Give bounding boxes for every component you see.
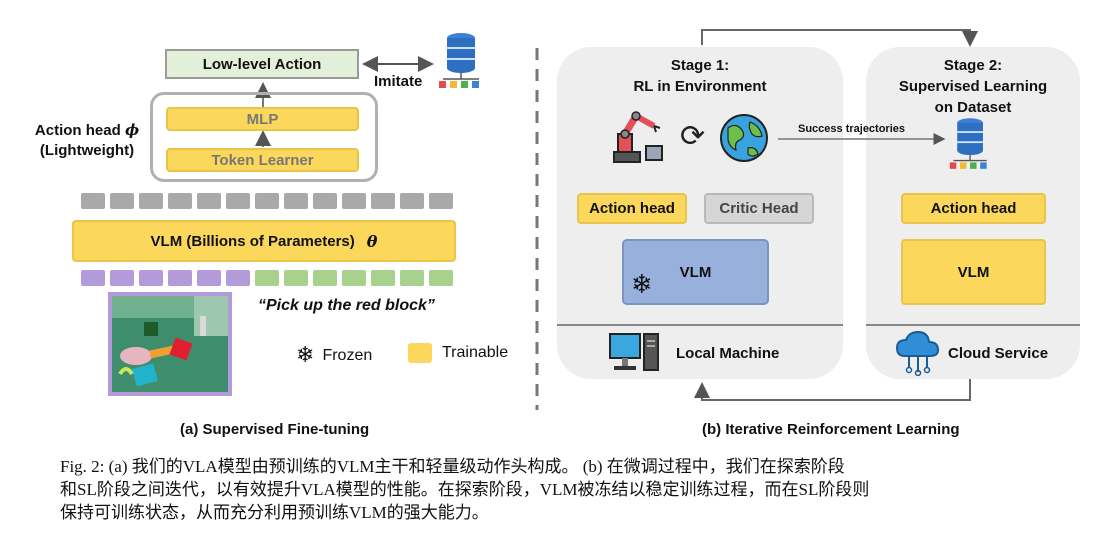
- low-level-action-label: Low-level Action: [202, 55, 322, 73]
- action-head-label: Action head ϕ (Lightweight): [28, 120, 146, 161]
- stage1-vlm-label: VLM: [679, 263, 712, 281]
- text-token: [313, 270, 337, 286]
- figure-caption: Fig. 2: (a) 我们的VLA模型由预训练的VLM主干和轻量级动作头构成。…: [60, 455, 1070, 524]
- mlp-label: MLP: [246, 110, 279, 128]
- cloud-service-label: Cloud Service: [948, 345, 1049, 362]
- stage1-title: Stage 1: RL in Environment: [557, 55, 843, 97]
- instruction-text: “Pick up the red block”: [258, 297, 435, 314]
- globe-icon: [720, 114, 768, 162]
- trainable-swatch: [408, 343, 432, 363]
- subcaption-b: (b) Iterative Reinforcement Learning: [702, 421, 960, 438]
- database-icon: [439, 33, 479, 88]
- stage2-title: Stage 2: Supervised Learning on Dataset: [866, 55, 1080, 118]
- robot-arm-icon: [613, 111, 663, 163]
- subcaption-a: (a) Supervised Fine-tuning: [180, 421, 370, 438]
- text-token: [429, 270, 453, 286]
- frozen-snowflake-icon: ❄: [631, 270, 653, 300]
- imitate-label: Imitate: [374, 73, 423, 90]
- output-token: [284, 193, 308, 209]
- vision-token: [139, 270, 163, 286]
- output-token: [255, 193, 279, 209]
- mlp-box: MLP: [166, 107, 359, 131]
- token-learner-label: Token Learner: [211, 151, 314, 169]
- action-head-phi: ϕ: [124, 121, 140, 139]
- output-token: [400, 193, 424, 209]
- text-token: [284, 270, 308, 286]
- stage2-action-head-label: Action head: [930, 200, 1017, 217]
- caption-line3: 保持可训练状态，从而充分利用预训练VLM的强大能力。: [60, 503, 489, 522]
- legend-frozen: ❄ Frozen: [296, 343, 372, 368]
- local-machine-label: Local Machine: [676, 345, 780, 362]
- stage1-title-line1: Stage 1:: [670, 57, 730, 74]
- success-trajectories-label: Success trajectories: [798, 123, 906, 135]
- vlm-main-box: VLM (Billions of Parameters) θ: [72, 220, 456, 262]
- low-level-action-box: Low-level Action: [165, 49, 359, 79]
- stage2-action-head: Action head: [901, 193, 1046, 224]
- vision-token: [168, 270, 192, 286]
- output-token: [110, 193, 134, 209]
- stage2-vlm-trainable: VLM: [901, 239, 1046, 305]
- computer-icon: [609, 333, 659, 371]
- cycle-icon: ⟳: [680, 119, 706, 154]
- text-token: [371, 270, 395, 286]
- vision-token: [197, 270, 221, 286]
- token-learner-box: Token Learner: [166, 148, 359, 172]
- stage2-title-line3: on Dataset: [934, 99, 1012, 116]
- scene-image: [108, 292, 232, 396]
- output-token: [168, 193, 192, 209]
- vlm-main-label: VLM (Billions of Parameters): [150, 232, 355, 250]
- stage1-action-head: Action head: [577, 193, 687, 224]
- stage1-title-line2: RL in Environment: [633, 78, 767, 95]
- output-token: [371, 193, 395, 209]
- text-token: [255, 270, 279, 286]
- output-token: [226, 193, 250, 209]
- dataset-database-icon: [949, 118, 987, 169]
- text-token: [342, 270, 366, 286]
- output-token: [197, 193, 221, 209]
- caption-line2: 和SL阶段之间迭代，以有效提升VLA模型的性能。在探索阶段，VLM被冻结以稳定训…: [60, 480, 870, 499]
- stage1-vlm-frozen: VLM: [622, 239, 769, 305]
- output-token: [313, 193, 337, 209]
- action-head-container: [150, 92, 378, 182]
- stage1-action-head-label: Action head: [589, 200, 675, 217]
- legend-trainable: Trainable: [408, 343, 508, 363]
- critic-head-label: Critic Head: [719, 200, 799, 217]
- output-token: [429, 193, 453, 209]
- stage2-divider: [866, 324, 1080, 326]
- vision-token: [226, 270, 250, 286]
- action-head-label-line2: (Lightweight): [39, 142, 135, 159]
- snowflake-icon: ❄: [296, 343, 315, 368]
- vision-token: [110, 270, 134, 286]
- legend-frozen-label: Frozen: [322, 346, 373, 364]
- stage1-divider: [557, 324, 843, 326]
- output-token: [139, 193, 163, 209]
- stage2-title-line1: Stage 2:: [943, 57, 1003, 74]
- output-token: [81, 193, 105, 209]
- text-token: [400, 270, 424, 286]
- cloud-icon: [895, 330, 940, 376]
- stage2-vlm-label: VLM: [957, 263, 990, 281]
- vision-token: [81, 270, 105, 286]
- vlm-theta: θ: [366, 231, 378, 251]
- legend-trainable-label: Trainable: [442, 344, 509, 361]
- caption-line1: Fig. 2: (a) 我们的VLA模型由预训练的VLM主干和轻量级动作头构成。…: [60, 457, 845, 476]
- stage2-title-line2: Supervised Learning: [898, 78, 1048, 95]
- action-head-label-line1: Action head: [34, 122, 121, 139]
- critic-head: Critic Head: [704, 193, 814, 224]
- scene-illustration: [112, 296, 228, 392]
- output-token: [342, 193, 366, 209]
